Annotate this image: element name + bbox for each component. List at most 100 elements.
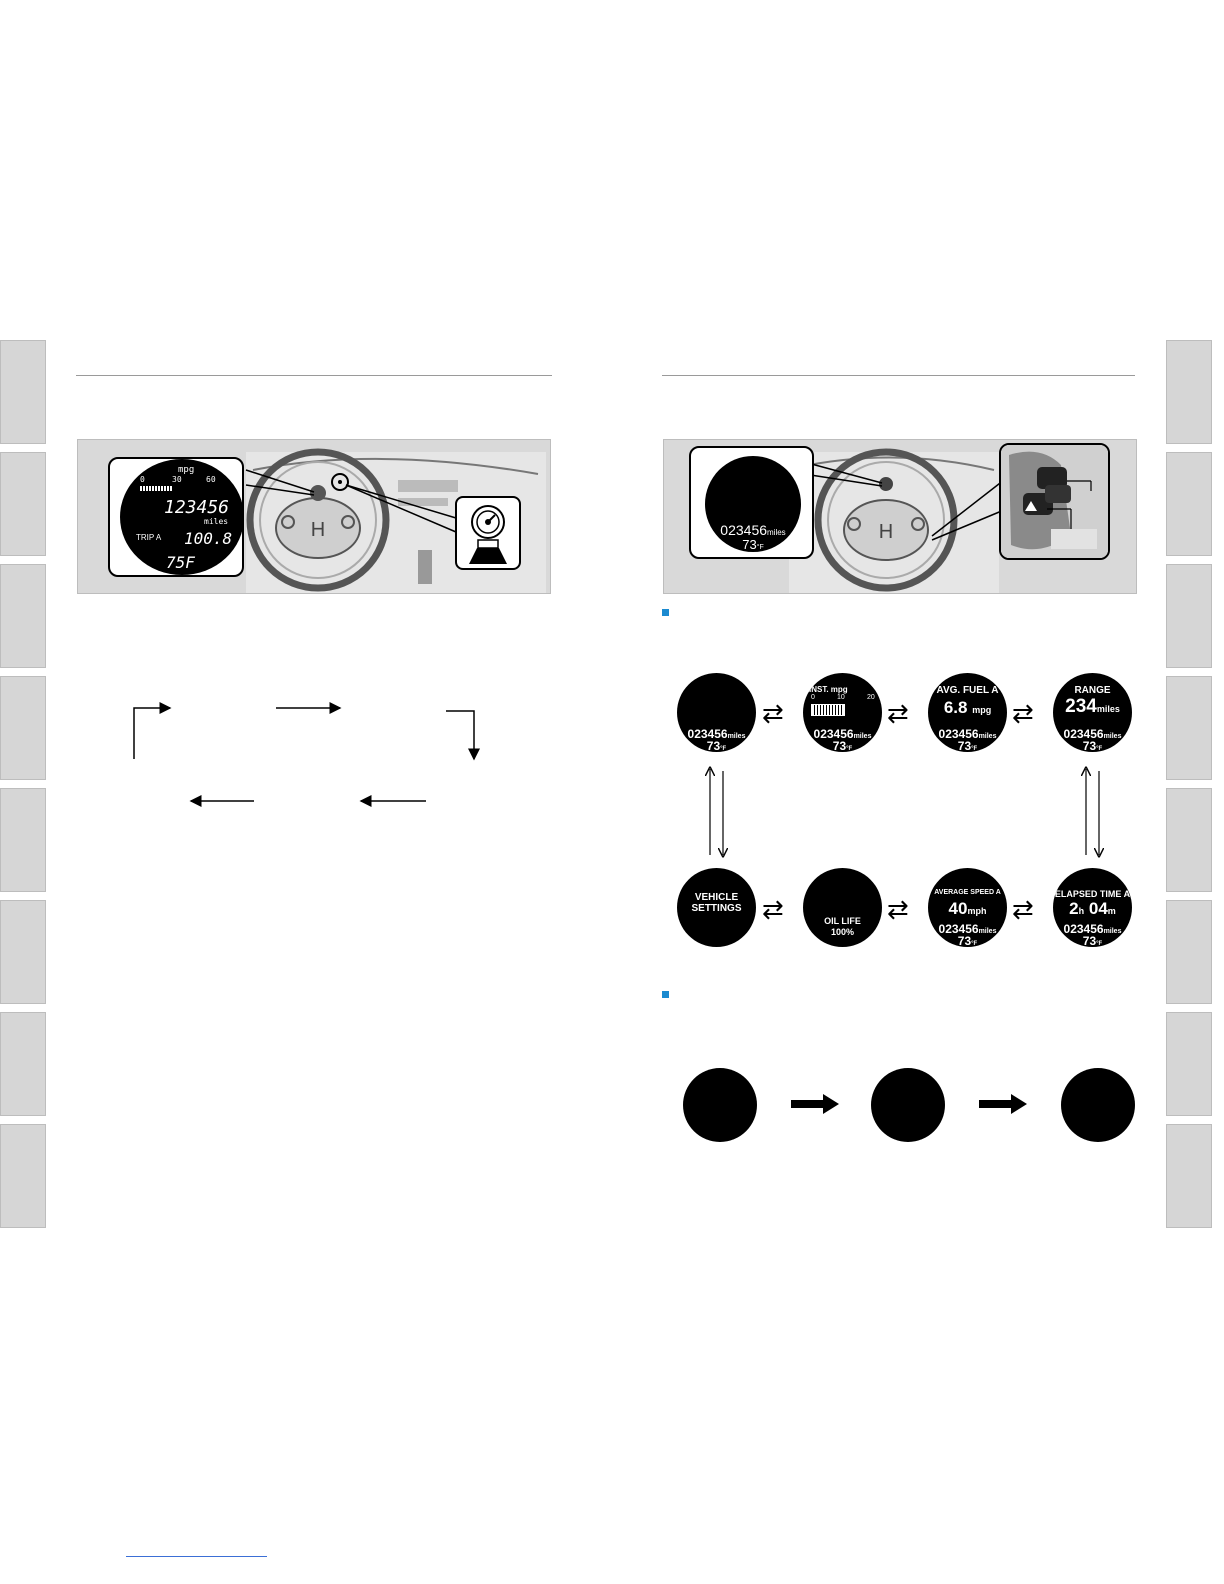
screen-title: RANGE	[1074, 685, 1111, 696]
chapter-tab[interactable]	[0, 564, 46, 668]
swap-arrow-icon: ⇄	[887, 698, 909, 728]
swap-arrow-icon: ⇄	[1012, 698, 1034, 728]
section-bullet	[662, 991, 669, 998]
swap-arrow-icon: ⇄	[762, 894, 784, 924]
screen-temp-unit: °F	[846, 746, 853, 752]
screen-unit: mph	[967, 906, 987, 916]
screen-value: 234	[1065, 696, 1097, 717]
screen-odometer-value: 023456	[687, 727, 728, 741]
chapter-tab[interactable]	[1166, 676, 1212, 780]
left-header-rule	[76, 375, 552, 376]
screen-title: INST. mpg	[809, 685, 848, 694]
screen-value: 2	[1069, 899, 1079, 918]
screen-odometer-unit: miles	[1103, 928, 1122, 935]
gauge-cycle-arrows	[133, 702, 480, 807]
screen-title-line2: SETTINGS	[691, 903, 742, 914]
screen-unit: mpg	[972, 705, 992, 715]
swap-arrow-icon: ⇄	[762, 698, 784, 728]
screen-odometer-value: 023456	[1063, 727, 1104, 741]
gauge-inset-frame: mpg 0 30 60 123456 miles TRIP A 100.8 75…	[108, 457, 244, 577]
screen-title: ELAPSED TIME A	[1054, 889, 1131, 899]
screen-range: RANGE 234miles 023456miles 73°F	[1053, 673, 1132, 752]
screen-title: OIL LIFE	[824, 916, 861, 926]
scale-max: 20	[867, 694, 875, 701]
screen-value: 40	[948, 899, 968, 918]
gauge-scale-min: 0	[140, 475, 145, 484]
chapter-tab[interactable]	[0, 1124, 46, 1228]
chapter-tab[interactable]	[0, 676, 46, 780]
svg-text:H: H	[311, 519, 325, 541]
gauge-bar	[140, 486, 172, 491]
idisplay-odometer: 023456	[720, 522, 768, 538]
idisplay-screen: 023456miles 73°F	[705, 456, 801, 552]
chapter-tab[interactable]	[0, 340, 46, 444]
section-bullet	[662, 609, 669, 616]
gauge-odometer: 123456	[164, 497, 230, 518]
screen-temp: 73	[1082, 739, 1097, 752]
screen-title: AVG. FUEL A	[936, 685, 999, 696]
screen-value-2: 04	[1088, 899, 1108, 918]
chapter-tab[interactable]	[0, 1012, 46, 1116]
chapter-tab[interactable]	[1166, 788, 1212, 892]
screen-unit: h	[1078, 906, 1085, 916]
sequence-screen	[1061, 1068, 1135, 1142]
screen-temp-unit: °F	[1096, 941, 1103, 947]
sequence-arrow-icon	[791, 1094, 839, 1114]
scale-min: 0	[811, 694, 815, 701]
chapter-tab[interactable]	[1166, 340, 1212, 444]
knob-inset-frame	[455, 496, 521, 570]
screen-odometer-value: 023456	[938, 922, 979, 936]
chapter-tab[interactable]	[1166, 1124, 1212, 1228]
screen-avg-fuel: AVG. FUEL A 6.8 mpg 023456miles 73°F	[928, 673, 1007, 752]
svg-text:H: H	[879, 521, 893, 543]
chapter-tab[interactable]	[1166, 452, 1212, 556]
gauge-odometer-unit: miles	[204, 517, 229, 526]
chapter-tab[interactable]	[0, 452, 46, 556]
chapter-tab[interactable]	[1166, 900, 1212, 1004]
sequence-screen	[871, 1068, 945, 1142]
idisplay-temp-row: 73°F	[705, 536, 801, 552]
screen-average-speed: AVERAGE SPEED A 40mph 023456miles 73°F	[928, 868, 1007, 947]
chapter-tab[interactable]	[0, 900, 46, 1004]
screen-odometer-unit: miles	[853, 733, 872, 740]
gauge-scale-max: 60	[206, 475, 216, 484]
chapter-tab[interactable]	[1166, 1012, 1212, 1116]
vertical-swap-arrows	[680, 765, 1140, 865]
screen-temp: 73	[832, 739, 847, 752]
gauge-illustration: H mpg 0 30 60 123456 miles TRIP A 100.8 …	[77, 439, 551, 594]
screen-oil-life: OIL LIFE 100%	[803, 868, 882, 947]
screen-title: VEHICLE	[694, 892, 739, 903]
footer-link-underline[interactable]	[126, 1556, 267, 1557]
screen-odometer-value: 023456	[813, 727, 854, 741]
sequence-arrow-icon	[979, 1094, 1027, 1114]
screen-odometer-unit: miles	[727, 733, 746, 740]
idisplay-illustration: H 023456miles 73°F	[663, 439, 1137, 594]
screen-value: 6.8	[943, 698, 968, 717]
select-knob-icon	[469, 505, 507, 564]
screen-temp-unit: °F	[1096, 746, 1103, 752]
dashboard-drawing: H	[789, 448, 1005, 593]
gauge-trip-label: TRIP A	[136, 533, 162, 542]
screen-temp: 73	[957, 739, 972, 752]
steering-controls-inset	[999, 443, 1110, 560]
gauge-unit: mpg	[178, 465, 195, 475]
idisplay-temperature: 73	[742, 537, 757, 552]
chapter-tab[interactable]	[0, 788, 46, 892]
screen-temp-unit: °F	[971, 746, 978, 752]
screen-temp-unit: °F	[971, 941, 978, 947]
swap-arrow-icon: ⇄	[1012, 894, 1034, 924]
screen-odometer: 023456miles 73°F	[677, 673, 756, 752]
idisplay-odometer-unit: miles	[767, 528, 786, 537]
screen-value: 100%	[830, 927, 855, 937]
screen-vehicle-settings: VEHICLE SETTINGS	[677, 868, 756, 947]
sequence-screen	[683, 1068, 757, 1142]
screen-odometer-value: 023456	[938, 727, 979, 741]
screen-odometer-unit: miles	[1103, 733, 1122, 740]
screen-title: AVERAGE SPEED A	[934, 889, 1001, 896]
screen-temp: 73	[1082, 934, 1097, 947]
idisplay-odometer-row: 023456miles	[705, 522, 801, 540]
gauge-display: mpg 0 30 60 123456 miles TRIP A 100.8 75…	[120, 459, 244, 575]
idisplay-temp-unit: °F	[756, 544, 764, 551]
gauge-scale-mid: 30	[172, 475, 182, 484]
chapter-tab[interactable]	[1166, 564, 1212, 668]
